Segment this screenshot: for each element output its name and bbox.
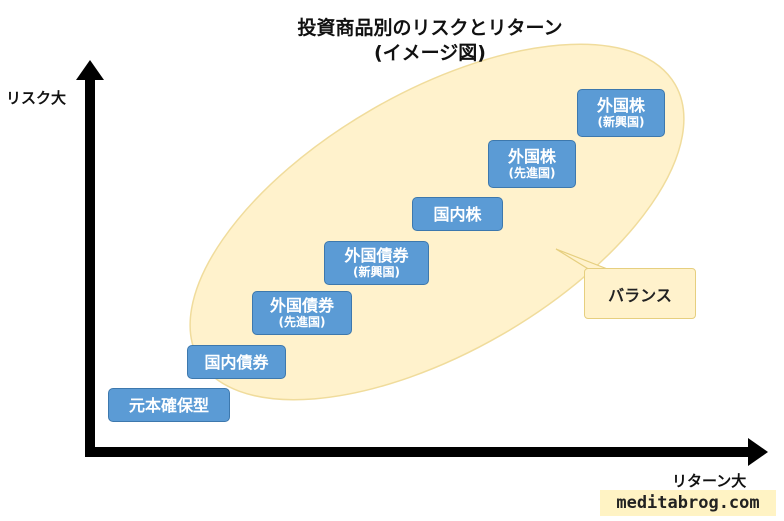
product-label: 国内債券 [204,352,269,372]
y-axis-arrowhead [76,60,104,80]
balance-callout: バランス [584,268,696,319]
diagram-title: 投資商品別のリスクとリターン [297,17,563,39]
product-sublabel: (新興国) [597,115,645,129]
x-axis-label: リターン大 [672,472,747,490]
product-box-foreign-bonds-emerging: 外国債券 (新興国) [324,241,429,285]
product-label: 外国債券 [269,296,334,315]
product-label: 元本確保型 [128,395,209,415]
x-axis-arrowhead [748,438,768,466]
product-box-foreign-stocks-developed: 外国株 (先進国) [488,140,576,188]
product-sublabel: (先進国) [508,166,556,180]
product-box-foreign-stocks-emerging: 外国株 (新興国) [577,89,665,137]
product-box-domestic-stocks: 国内株 [412,197,503,231]
diagram-subtitle: (イメージ図) [374,42,486,64]
product-label: 国内株 [433,204,482,224]
product-sublabel: (先進国) [278,315,326,329]
site-watermark: meditabrog.com [600,490,776,516]
y-axis-label: リスク大 [6,89,67,107]
product-label: 外国株 [596,96,645,115]
product-label: 外国株 [507,147,556,166]
product-box-domestic-bonds: 国内債券 [187,345,286,379]
product-sublabel: (新興国) [353,265,400,279]
product-label: 外国債券 [344,246,409,265]
product-box-foreign-bonds-developed: 外国債券 (先進国) [252,291,352,335]
product-box-principal-guaranteed: 元本確保型 [108,388,230,422]
